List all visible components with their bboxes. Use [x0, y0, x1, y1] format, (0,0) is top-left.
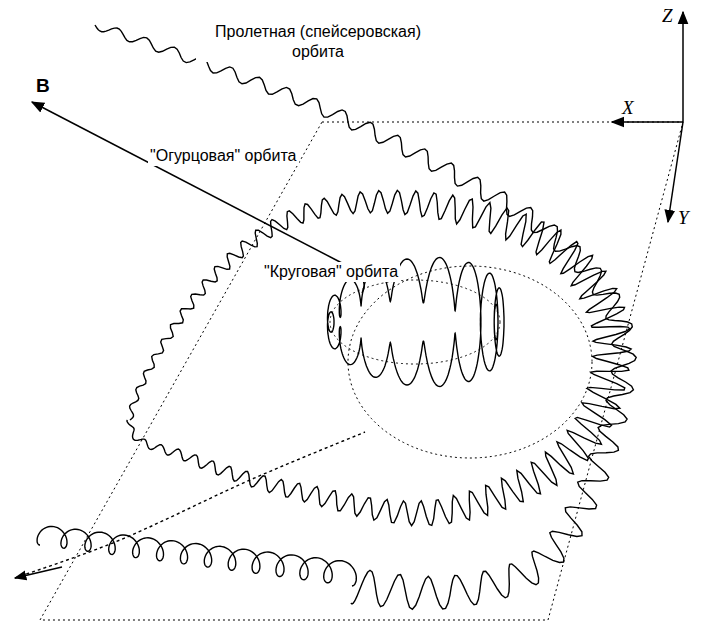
orbit-label: "Круговая" орбита: [262, 262, 400, 282]
guiding-center-cucumber: [348, 266, 592, 458]
z-axis: [682, 12, 684, 122]
axis-label: X: [620, 96, 636, 120]
plane-outline: [40, 122, 683, 620]
x-axis: [612, 121, 683, 123]
axis-label: Y: [676, 206, 691, 230]
helical-orbit: [37, 526, 356, 586]
orbit-label: "Огурцовая" орбита: [148, 146, 299, 166]
axis-label: Z: [660, 4, 675, 28]
field-label: B: [34, 74, 52, 98]
field-vector: [32, 102, 340, 262]
orbits: [15, 25, 636, 609]
speiser-orbit: [95, 25, 636, 609]
orbit-label: Пролетная (спейсеровская) орбита: [196, 22, 440, 62]
guiding-center-circle: [330, 280, 500, 364]
guiding-center-path: [15, 432, 365, 578]
incoming-arrow: [15, 567, 62, 578]
